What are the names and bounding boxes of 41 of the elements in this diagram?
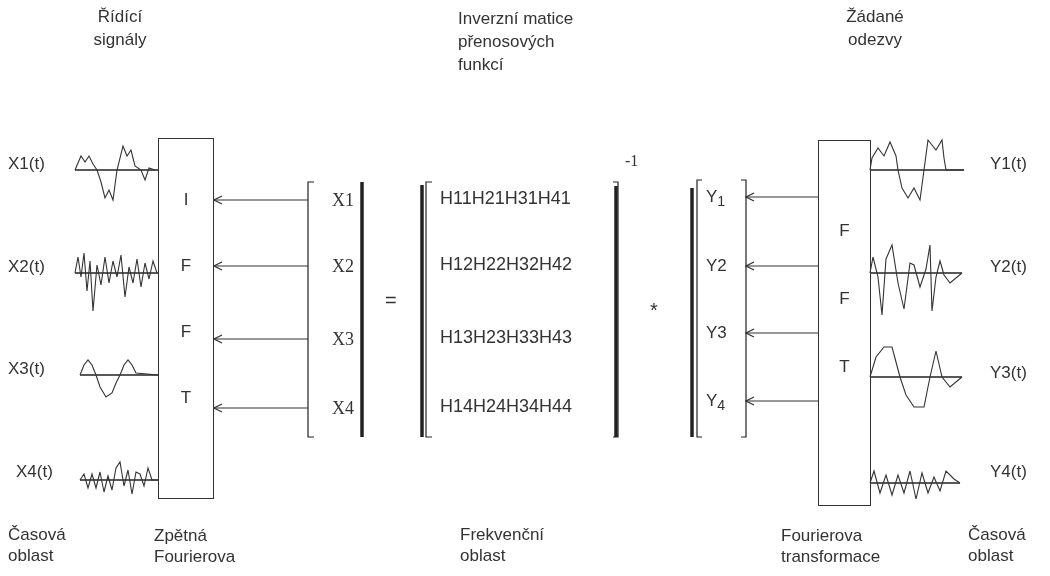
heading-text: Žádané odezvy <box>845 6 905 51</box>
arrow <box>213 261 309 271</box>
arrow <box>745 192 819 202</box>
signal-label: X1(t) <box>8 153 45 175</box>
matrix-row-text: H11H21H31H41 <box>440 187 571 210</box>
matrix-row-text: H13H23H33H43 <box>440 326 573 349</box>
signal-label: Y3(t) <box>990 362 1027 384</box>
arrow <box>745 261 819 271</box>
arrow <box>213 334 309 344</box>
matrix-row-text: H14H24H34H44 <box>440 395 573 418</box>
block-label: I F F T <box>179 189 193 409</box>
arrow <box>745 328 819 338</box>
matrix-row-text: H12H22H32H42 <box>440 253 573 276</box>
arrow <box>213 195 309 205</box>
vector-entry: X4 <box>308 394 358 422</box>
block-caption: Zpětná Fourierova <box>154 525 237 568</box>
vector-entry: X2 <box>308 252 358 280</box>
vector-entry: Y$_{1}$ <box>702 182 746 212</box>
vector-entry: X1 <box>308 186 358 214</box>
vector-entry: Y$_{4}$ <box>702 386 746 416</box>
block-caption: Fourierova transformace <box>781 525 882 568</box>
region-label: Časová oblast <box>968 524 1027 567</box>
block-label: F F T <box>838 220 851 378</box>
signal-label: X3(t) <box>8 358 45 380</box>
arrow <box>745 396 819 406</box>
signal-label: X2(t) <box>8 256 45 278</box>
heading-text: Inverzní matice přenosových funkcí <box>458 8 575 76</box>
vector-entry: Y2 <box>702 252 746 280</box>
arrow <box>213 403 309 413</box>
region-label: Časová oblast <box>8 524 67 567</box>
vector-entry: Y3 <box>702 319 746 347</box>
heading-text: Řídící signály <box>92 6 148 51</box>
signal-label: X4(t) <box>16 461 53 483</box>
vector-entry: X3 <box>308 325 358 353</box>
exponent-label: -1 <box>625 151 639 171</box>
equals-sign: = <box>385 288 397 313</box>
signal-label: Y1(t) <box>990 153 1027 175</box>
region-label: Frekvenční oblast <box>460 524 546 567</box>
signal-label: Y4(t) <box>990 461 1027 483</box>
multiply-sign: * <box>650 298 658 323</box>
signal-label: Y2(t) <box>990 256 1027 278</box>
